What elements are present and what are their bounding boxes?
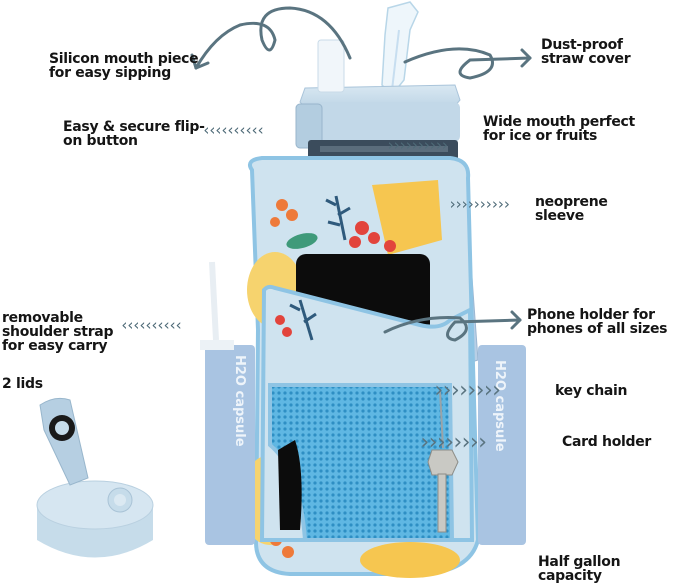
- curly-arrow-phone-icon: [383, 310, 522, 342]
- straw-cover-icon: [381, 1, 419, 97]
- right-strap-icon: H2O capsule: [478, 345, 526, 545]
- callout-phone-holder: Phone holder for phones of all sizes: [527, 307, 668, 337]
- callout-neoprene-sleeve: neoprene sleeve: [535, 194, 608, 224]
- curly-arrow-left-icon: [190, 6, 352, 70]
- callout-key-chain: key chain: [555, 383, 628, 399]
- svg-text:H2O capsule: H2O capsule: [492, 360, 507, 452]
- curly-arrow-right-icon: [403, 47, 532, 80]
- callout-flip-on-button: Easy & secure flip- on button: [63, 119, 205, 149]
- chevron-right-wide-icon: ››››››››››: [386, 136, 449, 154]
- callout-capacity: Half gallon capacity: [538, 554, 621, 584]
- chevron-left-flip-icon: ‹‹‹‹‹‹‹‹‹‹: [202, 121, 265, 139]
- callout-card-holder: Card holder: [562, 434, 652, 450]
- key-icon: [427, 389, 459, 533]
- callout-silicon-mouth: Silicon mouth piece for easy sipping: [49, 51, 199, 81]
- chevron-right-neoprene-icon: ››››››››››: [448, 195, 511, 213]
- left-strap-icon: H2O capsule: [200, 261, 255, 545]
- mesh-card-holder-icon: [268, 383, 455, 542]
- svg-text:H2O capsule: H2O capsule: [232, 355, 247, 447]
- chevron-right-keychain-icon: ››››››››: [432, 378, 503, 403]
- callout-shoulder-strap: removable shoulder strap for easy carry: [2, 310, 114, 354]
- callout-dust-proof: Dust-proof straw cover: [541, 37, 631, 67]
- callout-two-lids: 2 lids: [2, 376, 43, 392]
- callout-wide-mouth: Wide mouth perfect for ice or fruits: [483, 114, 635, 144]
- chevron-left-strap-icon: ‹‹‹‹‹‹‹‹‹‹: [120, 316, 183, 334]
- chevron-right-card-icon: ››››››››: [418, 430, 489, 455]
- spare-lid-icon: [36, 397, 154, 558]
